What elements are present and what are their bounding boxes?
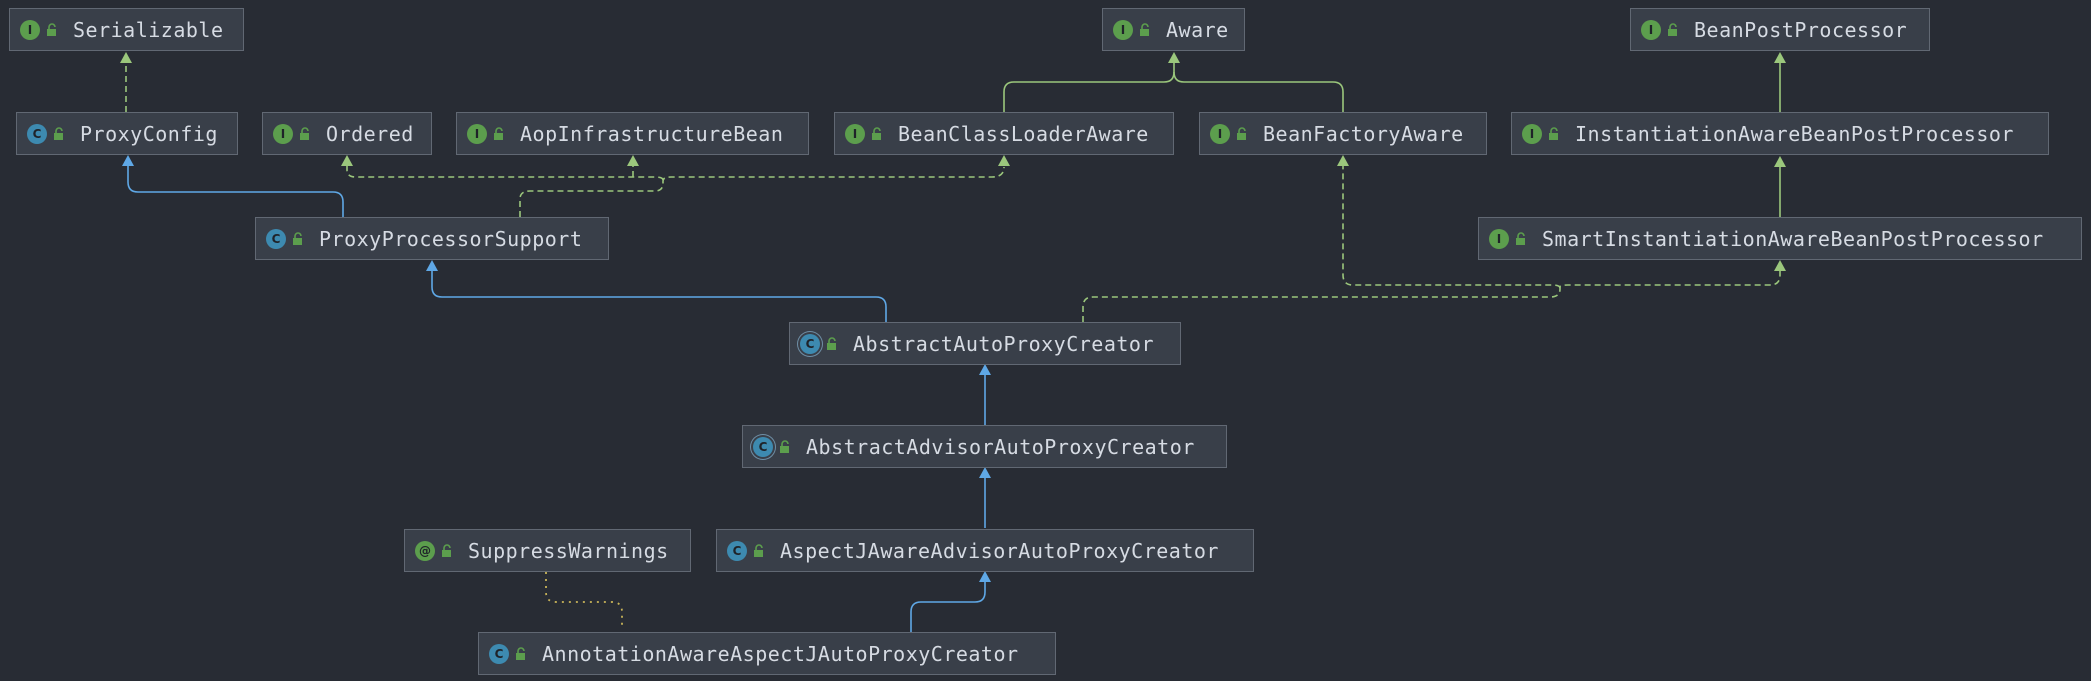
edge-aapc-pps [431, 270, 887, 322]
edge-aaajapc-ajaapc [910, 581, 986, 632]
class-icon: C [727, 540, 747, 561]
lock-icon [754, 543, 763, 557]
lock-icon [1516, 231, 1525, 245]
node-bean-factory-aware[interactable]: I BeanFactoryAware [1199, 112, 1487, 155]
interface-icon: I [1489, 228, 1509, 249]
node-suppress-warnings[interactable]: @ SuppressWarnings [404, 529, 691, 572]
node-label: Ordered [326, 121, 414, 146]
node-abstract-advisor-auto-proxy-creator[interactable]: C AbstractAdvisorAutoProxyCreator [742, 425, 1227, 468]
node-bean-post-processor[interactable]: I BeanPostProcessor [1630, 8, 1930, 51]
node-label: SuppressWarnings [468, 538, 669, 563]
class-icon: C [489, 643, 509, 664]
node-label: ProxyConfig [80, 121, 218, 146]
interface-icon: I [273, 123, 293, 144]
arrowhead [120, 52, 132, 63]
lock-icon [494, 126, 503, 140]
node-aop-infrastructure-bean[interactable]: I AopInfrastructureBean [456, 112, 809, 155]
node-abstract-auto-proxy-creator[interactable]: C AbstractAutoProxyCreator [789, 322, 1181, 365]
node-aspectj-aware-advisor-auto-proxy-creator[interactable]: C AspectJAwareAdvisorAutoProxyCreator [716, 529, 1254, 572]
interface-icon: I [1210, 123, 1230, 144]
lock-icon [54, 126, 63, 140]
node-label: BeanClassLoaderAware [898, 121, 1149, 146]
node-proxy-config[interactable]: C ProxyConfig [16, 112, 238, 155]
edge-beanclassloaderaware-aware [1003, 62, 1175, 112]
edge-pps-interfaces [519, 166, 1005, 217]
node-label: BeanPostProcessor [1694, 17, 1908, 42]
edge-pps-ordered [346, 166, 664, 181]
class-icon: C [266, 228, 286, 249]
edge-aapc-interfaces [1082, 271, 1781, 322]
node-smart-instantiation-aware-bean-post-processor[interactable]: I SmartInstantiationAwareBeanPostProcess… [1478, 217, 2082, 260]
lock-icon [1237, 126, 1246, 140]
node-label: BeanFactoryAware [1263, 121, 1464, 146]
lock-icon [300, 126, 309, 140]
node-instantiation-aware-bean-post-processor[interactable]: I InstantiationAwareBeanPostProcessor [1511, 112, 2049, 155]
arrowhead [122, 155, 134, 166]
arrowhead [1774, 156, 1786, 167]
node-label: AnnotationAwareAspectJAutoProxyCreator [542, 641, 1019, 666]
lock-icon [1140, 22, 1149, 36]
node-ordered[interactable]: I Ordered [262, 112, 432, 155]
lock-icon [827, 336, 836, 350]
arrowhead [627, 155, 639, 166]
lock-icon [1668, 22, 1677, 36]
lock-icon [780, 439, 789, 453]
abstract-class-icon: C [800, 333, 820, 354]
arrowhead [1337, 155, 1349, 166]
abstract-class-icon: C [753, 436, 773, 457]
annotation-icon: @ [415, 540, 435, 561]
lock-icon [47, 22, 56, 36]
node-label: AspectJAwareAdvisorAutoProxyCreator [780, 538, 1219, 563]
arrowhead [1774, 52, 1786, 63]
node-label: Serializable [73, 17, 224, 42]
node-proxy-processor-support[interactable]: C ProxyProcessorSupport [255, 217, 609, 260]
interface-icon: I [1522, 123, 1542, 144]
arrowhead [1774, 260, 1786, 271]
node-label: Aware [1166, 17, 1229, 42]
lock-icon [442, 543, 451, 557]
arrowhead [979, 364, 991, 375]
node-label: InstantiationAwareBeanPostProcessor [1575, 121, 2014, 146]
lock-icon [872, 126, 881, 140]
class-icon: C [27, 123, 47, 144]
arrowhead [998, 155, 1010, 166]
interface-icon: I [467, 123, 487, 144]
arrowhead [979, 467, 991, 478]
node-label: AbstractAutoProxyCreator [853, 331, 1154, 356]
interface-icon: I [20, 19, 40, 40]
arrowhead [426, 260, 438, 271]
edge-beanfactoryaware-aware [1173, 71, 1344, 112]
node-label: AopInfrastructureBean [520, 121, 784, 146]
lock-icon [1549, 126, 1558, 140]
arrowhead [341, 155, 353, 166]
arrowhead [1168, 52, 1180, 63]
edge-suppresswarnings [545, 572, 623, 626]
interface-icon: I [1113, 19, 1133, 40]
node-label: AbstractAdvisorAutoProxyCreator [806, 434, 1195, 459]
node-serializable[interactable]: I Serializable [9, 8, 244, 51]
interface-icon: I [845, 123, 865, 144]
arrowhead [979, 571, 991, 582]
edge-pps-proxyconfig [127, 166, 344, 217]
interface-icon: I [1641, 19, 1661, 40]
node-label: SmartInstantiationAwareBeanPostProcessor [1542, 226, 2044, 251]
lock-icon [293, 231, 302, 245]
node-annotation-aware-aspectj-auto-proxy-creator[interactable]: C AnnotationAwareAspectJAutoProxyCreator [478, 632, 1056, 675]
node-label: ProxyProcessorSupport [319, 226, 583, 251]
node-bean-class-loader-aware[interactable]: I BeanClassLoaderAware [834, 112, 1174, 155]
node-aware[interactable]: I Aware [1102, 8, 1245, 51]
lock-icon [516, 646, 525, 660]
